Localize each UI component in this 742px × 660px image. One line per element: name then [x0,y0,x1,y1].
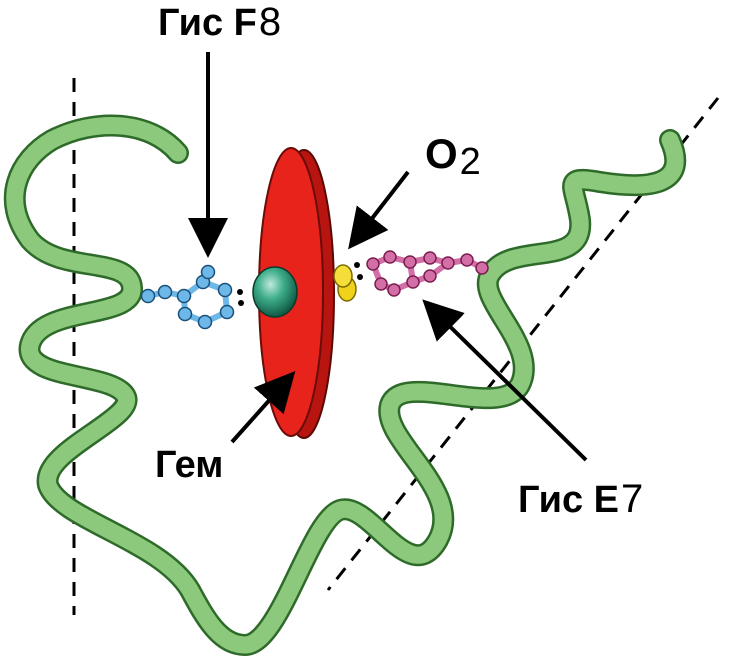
bond-dots-e7 [354,262,363,280]
iron-atom [252,266,298,318]
histidine-e7 [366,250,489,297]
arrow-o2 [348,170,410,250]
label-his-e7: Гис E7 [518,477,643,521]
histidine-f8 [140,264,235,330]
protein-chain [3,114,687,656]
arrow-heme [230,371,296,444]
label-o2: O2 [425,130,481,183]
label-heme: Гем [155,444,223,486]
bond-dots-f8 [237,289,244,306]
oxygen-molecule [333,264,357,302]
label-his-f8: Гис F8 [158,0,281,44]
arrow-his-e7 [422,299,588,462]
